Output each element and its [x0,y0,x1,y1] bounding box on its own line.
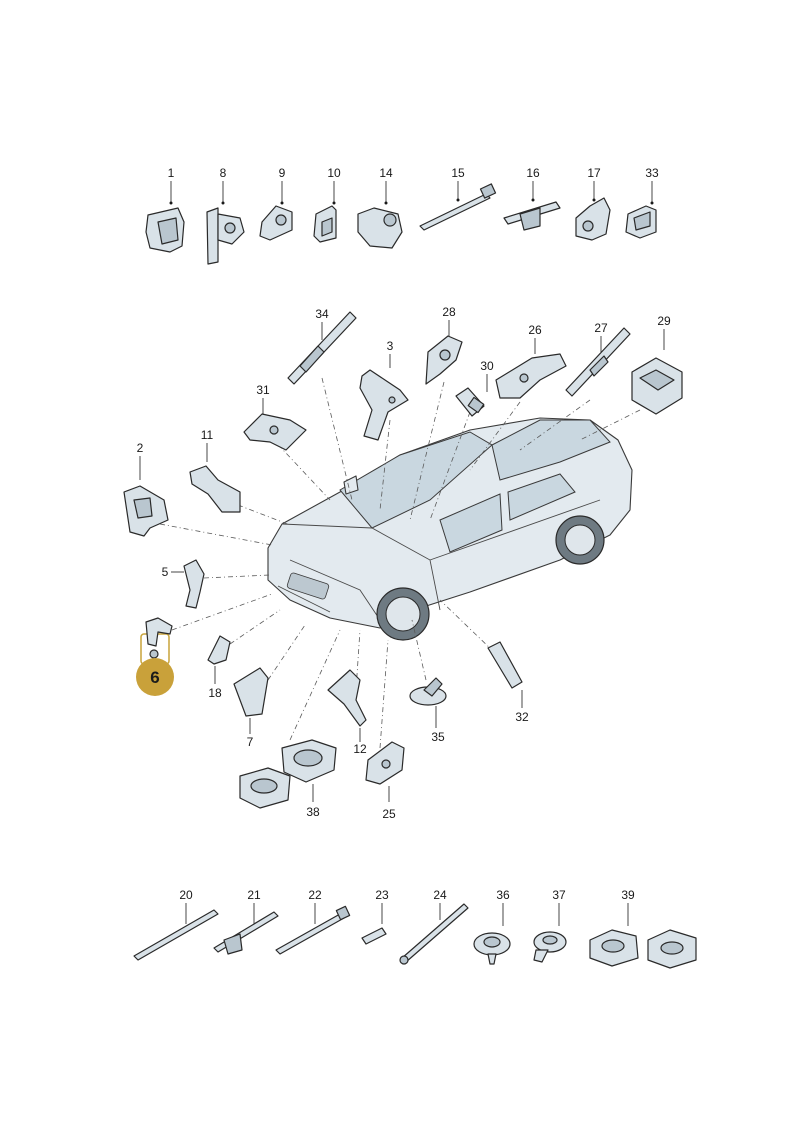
part-14[interactable]: 14 [357,166,403,249]
part-26[interactable]: 26 [495,323,567,399]
part-31[interactable]: 31 [243,383,307,451]
part-32[interactable]: 32 [487,641,529,724]
part-label-3: 3 [387,339,394,353]
part-label-24: 24 [433,888,447,902]
part-label-35: 35 [431,730,445,744]
part-label-29: 29 [657,314,671,328]
part-38[interactable]: 38 [239,739,337,819]
part-label-34: 34 [315,307,329,321]
part-21[interactable]: 21 [213,888,279,955]
part-6[interactable]: 6 [136,617,174,696]
part-label-30: 30 [480,359,494,373]
part-15[interactable]: 15 [419,166,497,231]
part-label-1: 1 [168,166,175,180]
part-5[interactable]: 5 [162,559,205,609]
part-24[interactable]: 24 [399,888,469,965]
part-37[interactable]: 37 [533,888,567,963]
part-9[interactable]: 9 [259,166,293,241]
part-label-14: 14 [379,166,393,180]
part-label-10: 10 [327,166,341,180]
car-illustration [267,417,633,641]
part-label-38: 38 [306,805,320,819]
part-label-31: 31 [256,383,270,397]
part-12[interactable]: 12 [327,669,367,756]
part-10[interactable]: 10 [313,166,341,243]
part-label-17: 17 [587,166,601,180]
part-label-21: 21 [247,888,261,902]
part-23[interactable]: 23 [361,888,389,945]
part-label-2: 2 [137,441,144,455]
part-34[interactable]: 34 [287,307,357,385]
part-label-9: 9 [279,166,286,180]
part-29[interactable]: 29 [631,314,683,415]
part-7[interactable]: 7 [233,667,269,749]
selected-part-badge[interactable] [136,658,174,696]
part-label-32: 32 [515,710,529,724]
part-39[interactable]: 39 [589,888,697,969]
part-20[interactable]: 20 [133,888,219,961]
part-27[interactable]: 27 [565,321,631,397]
part-label-8: 8 [220,166,227,180]
part-8[interactable]: 8 [206,166,245,265]
part-label-36: 36 [496,888,510,902]
part-label-15: 15 [451,166,465,180]
part-label-6: 6 [150,668,159,687]
part-25[interactable]: 25 [365,741,405,821]
part-18[interactable]: 18 [207,635,231,700]
part-label-33: 33 [645,166,659,180]
part-label-25: 25 [382,807,396,821]
part-33[interactable]: 33 [625,166,659,239]
part-11[interactable]: 11 [189,428,241,513]
part-35[interactable]: 35 [409,677,447,744]
part-28[interactable]: 28 [425,305,463,385]
part-label-5: 5 [162,565,169,579]
part-label-20: 20 [179,888,193,902]
part-16[interactable]: 16 [503,166,561,231]
part-label-27: 27 [594,321,608,335]
part-label-39: 39 [621,888,635,902]
part-label-16: 16 [526,166,540,180]
part-36[interactable]: 36 [473,888,511,965]
part-label-37: 37 [552,888,566,902]
part-22[interactable]: 22 [275,888,351,955]
part-label-28: 28 [442,305,456,319]
part-label-18: 18 [208,686,222,700]
part-label-11: 11 [201,428,214,442]
part-17[interactable]: 17 [575,166,611,241]
part-2[interactable]: 2 [123,441,169,537]
part-label-22: 22 [308,888,322,902]
part-1[interactable]: 1 [145,166,185,253]
part-30[interactable]: 30 [455,359,494,417]
part-label-7: 7 [247,735,254,749]
part-label-23: 23 [375,888,389,902]
part-3[interactable]: 3 [359,339,409,441]
part-label-26: 26 [528,323,542,337]
part-label-12: 12 [353,742,367,756]
